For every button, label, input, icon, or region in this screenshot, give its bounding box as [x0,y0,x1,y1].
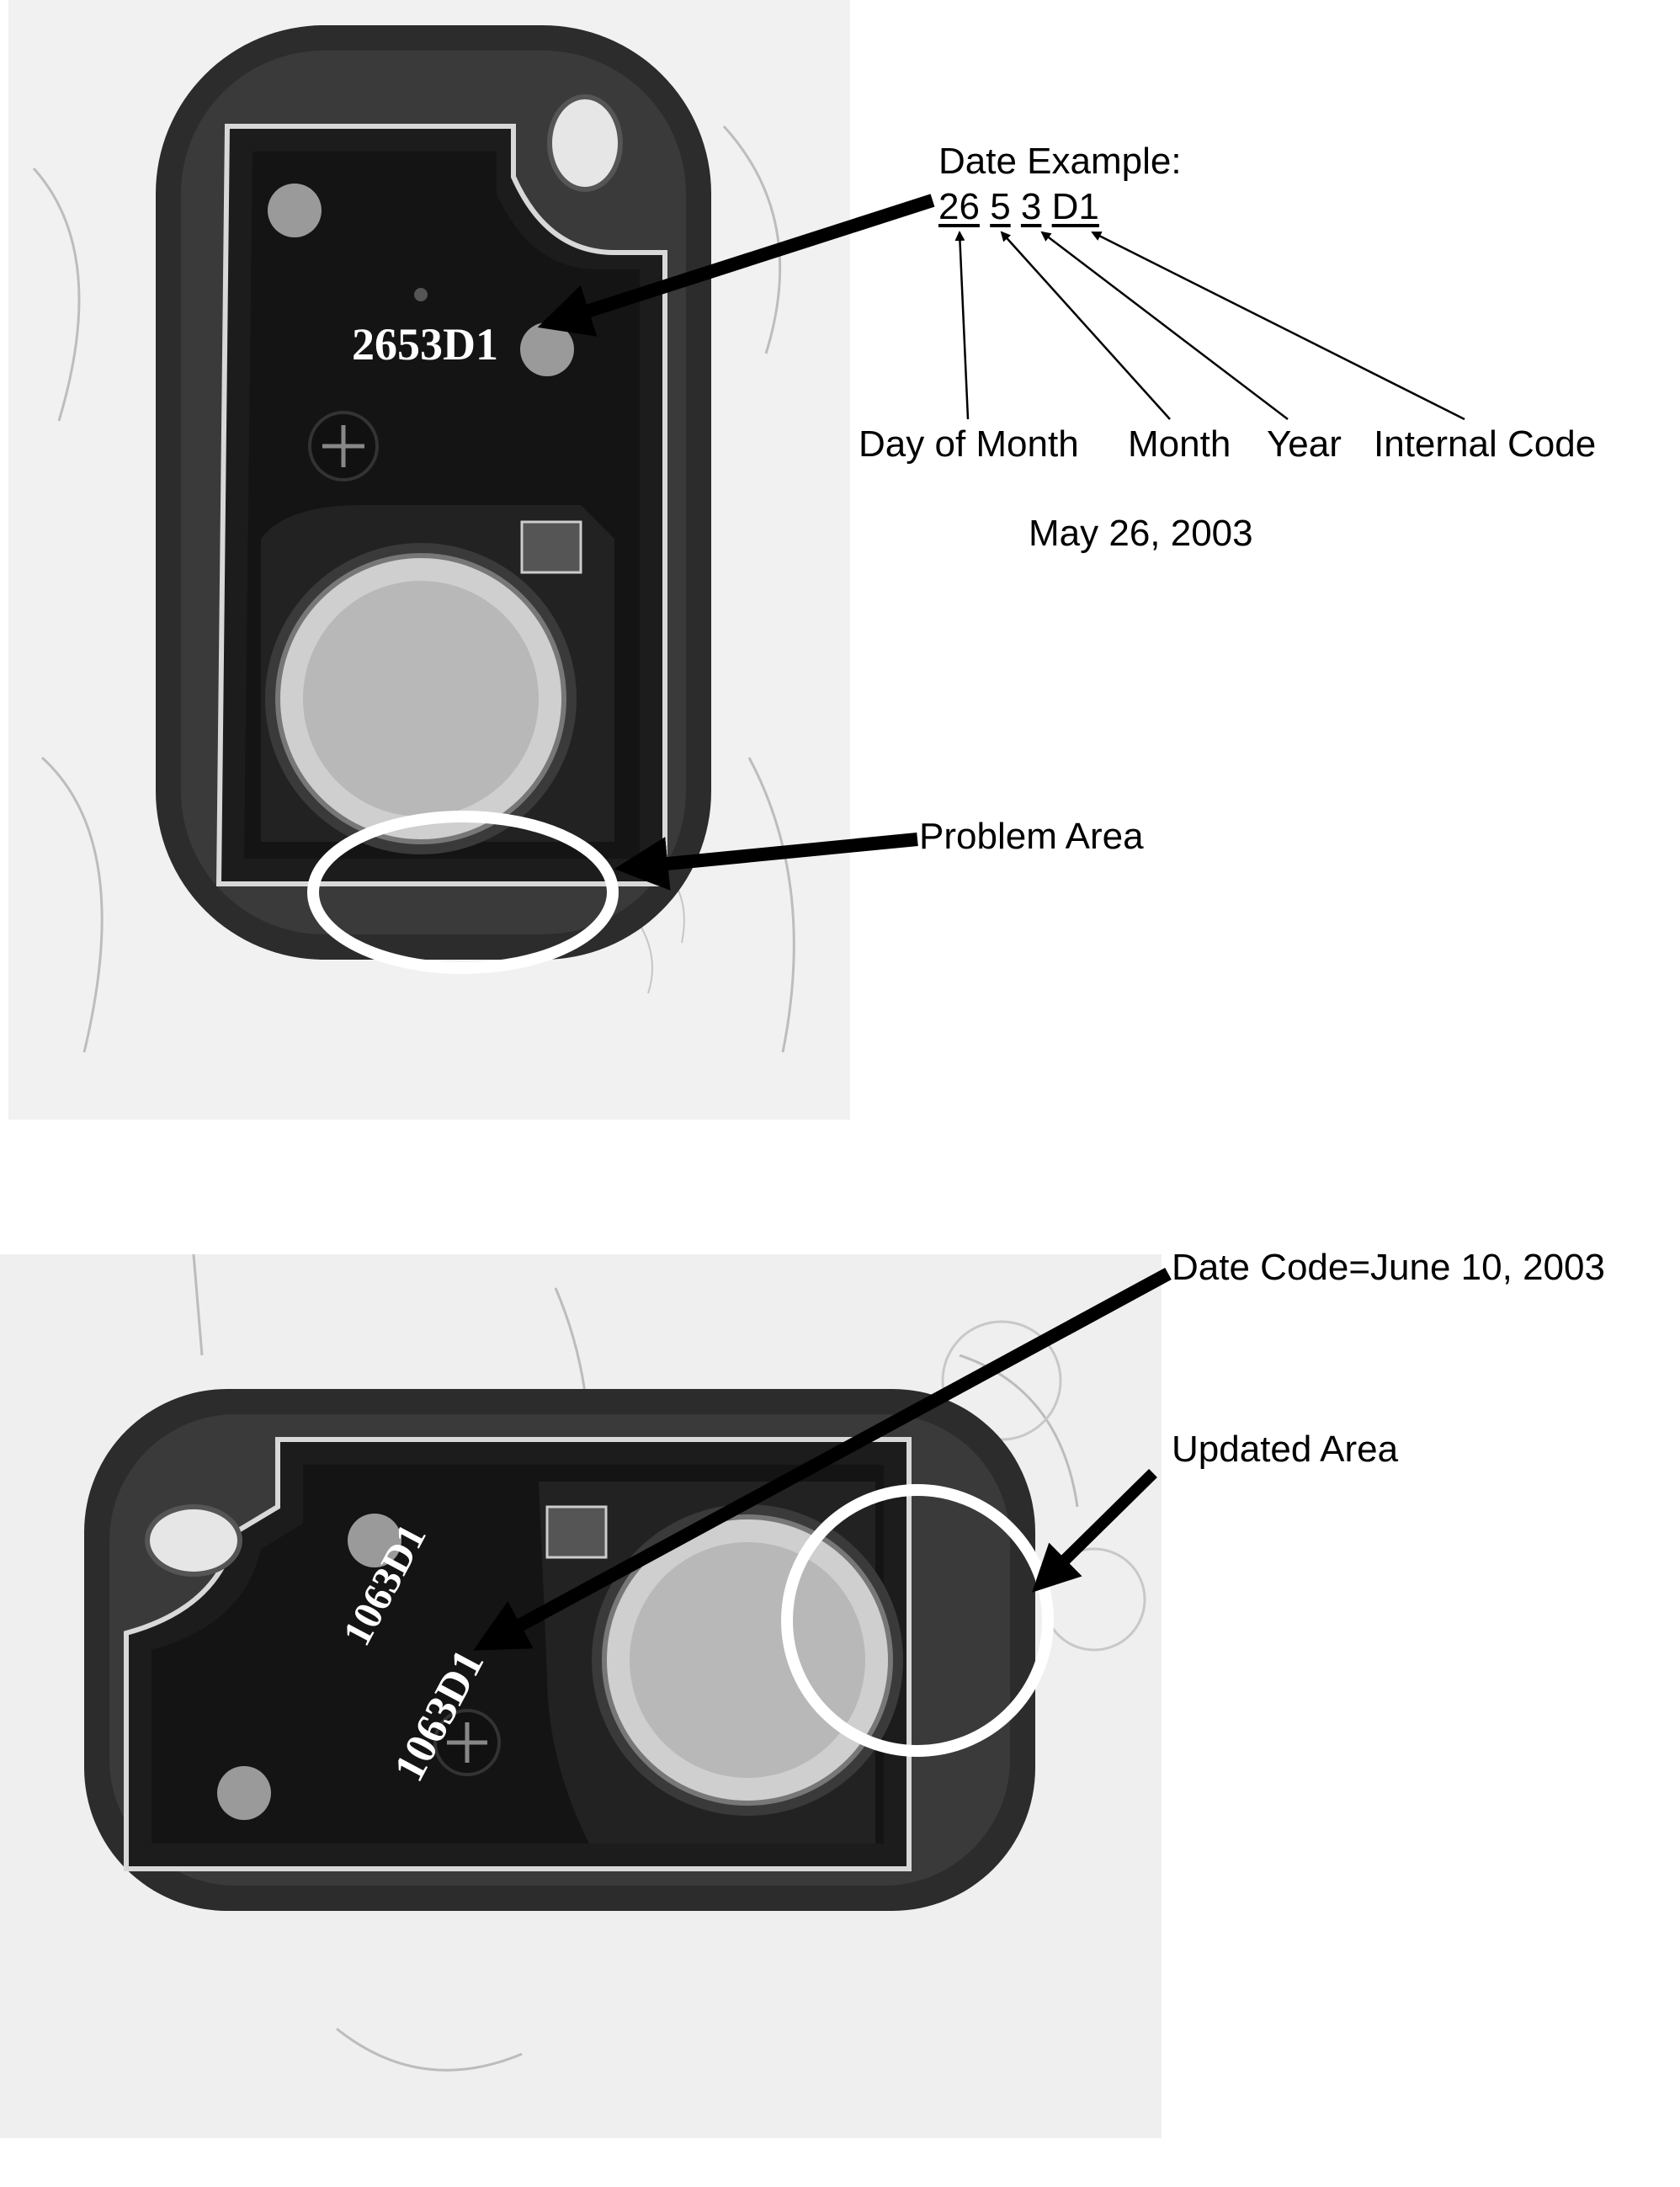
top-remote-photo [8,0,850,1120]
date-code-breakdown: 26 5 3 D1 [938,189,1099,226]
label-day-of-month: Day of Month [859,423,1079,465]
code-part-internal: D1 [1051,186,1099,227]
date-example-title: Date Example: [938,141,1182,182]
label-internal-code: Internal Code [1374,423,1597,465]
screw-post-icon [348,1514,401,1567]
screw-post-icon [217,1766,271,1820]
day-of-month-arrow [954,231,970,420]
year-arrow [1040,231,1289,420]
updated-area-label: Updated Area [1172,1429,1399,1470]
plus-sign-icon [433,1709,501,1776]
top-stamped-code: 2653D1 [352,319,498,370]
date-code-label: Date Code=June 10, 2003 [1172,1247,1605,1288]
bottom-remote-photo [0,1254,1162,2138]
example-date: May 26, 2003 [1029,513,1253,554]
code-part-day: 26 [938,186,980,227]
label-month: Month [1128,423,1231,465]
problem-area-label: Problem Area [919,816,1144,857]
screw-post-icon [268,184,322,237]
label-year: Year [1267,423,1342,465]
month-arrow [1000,231,1171,420]
plus-sign-icon [308,411,379,482]
internal-code-arrow [1091,231,1465,421]
screw-post-icon [520,322,574,376]
code-part-year: 3 [1020,186,1042,227]
code-part-month: 5 [990,186,1011,227]
